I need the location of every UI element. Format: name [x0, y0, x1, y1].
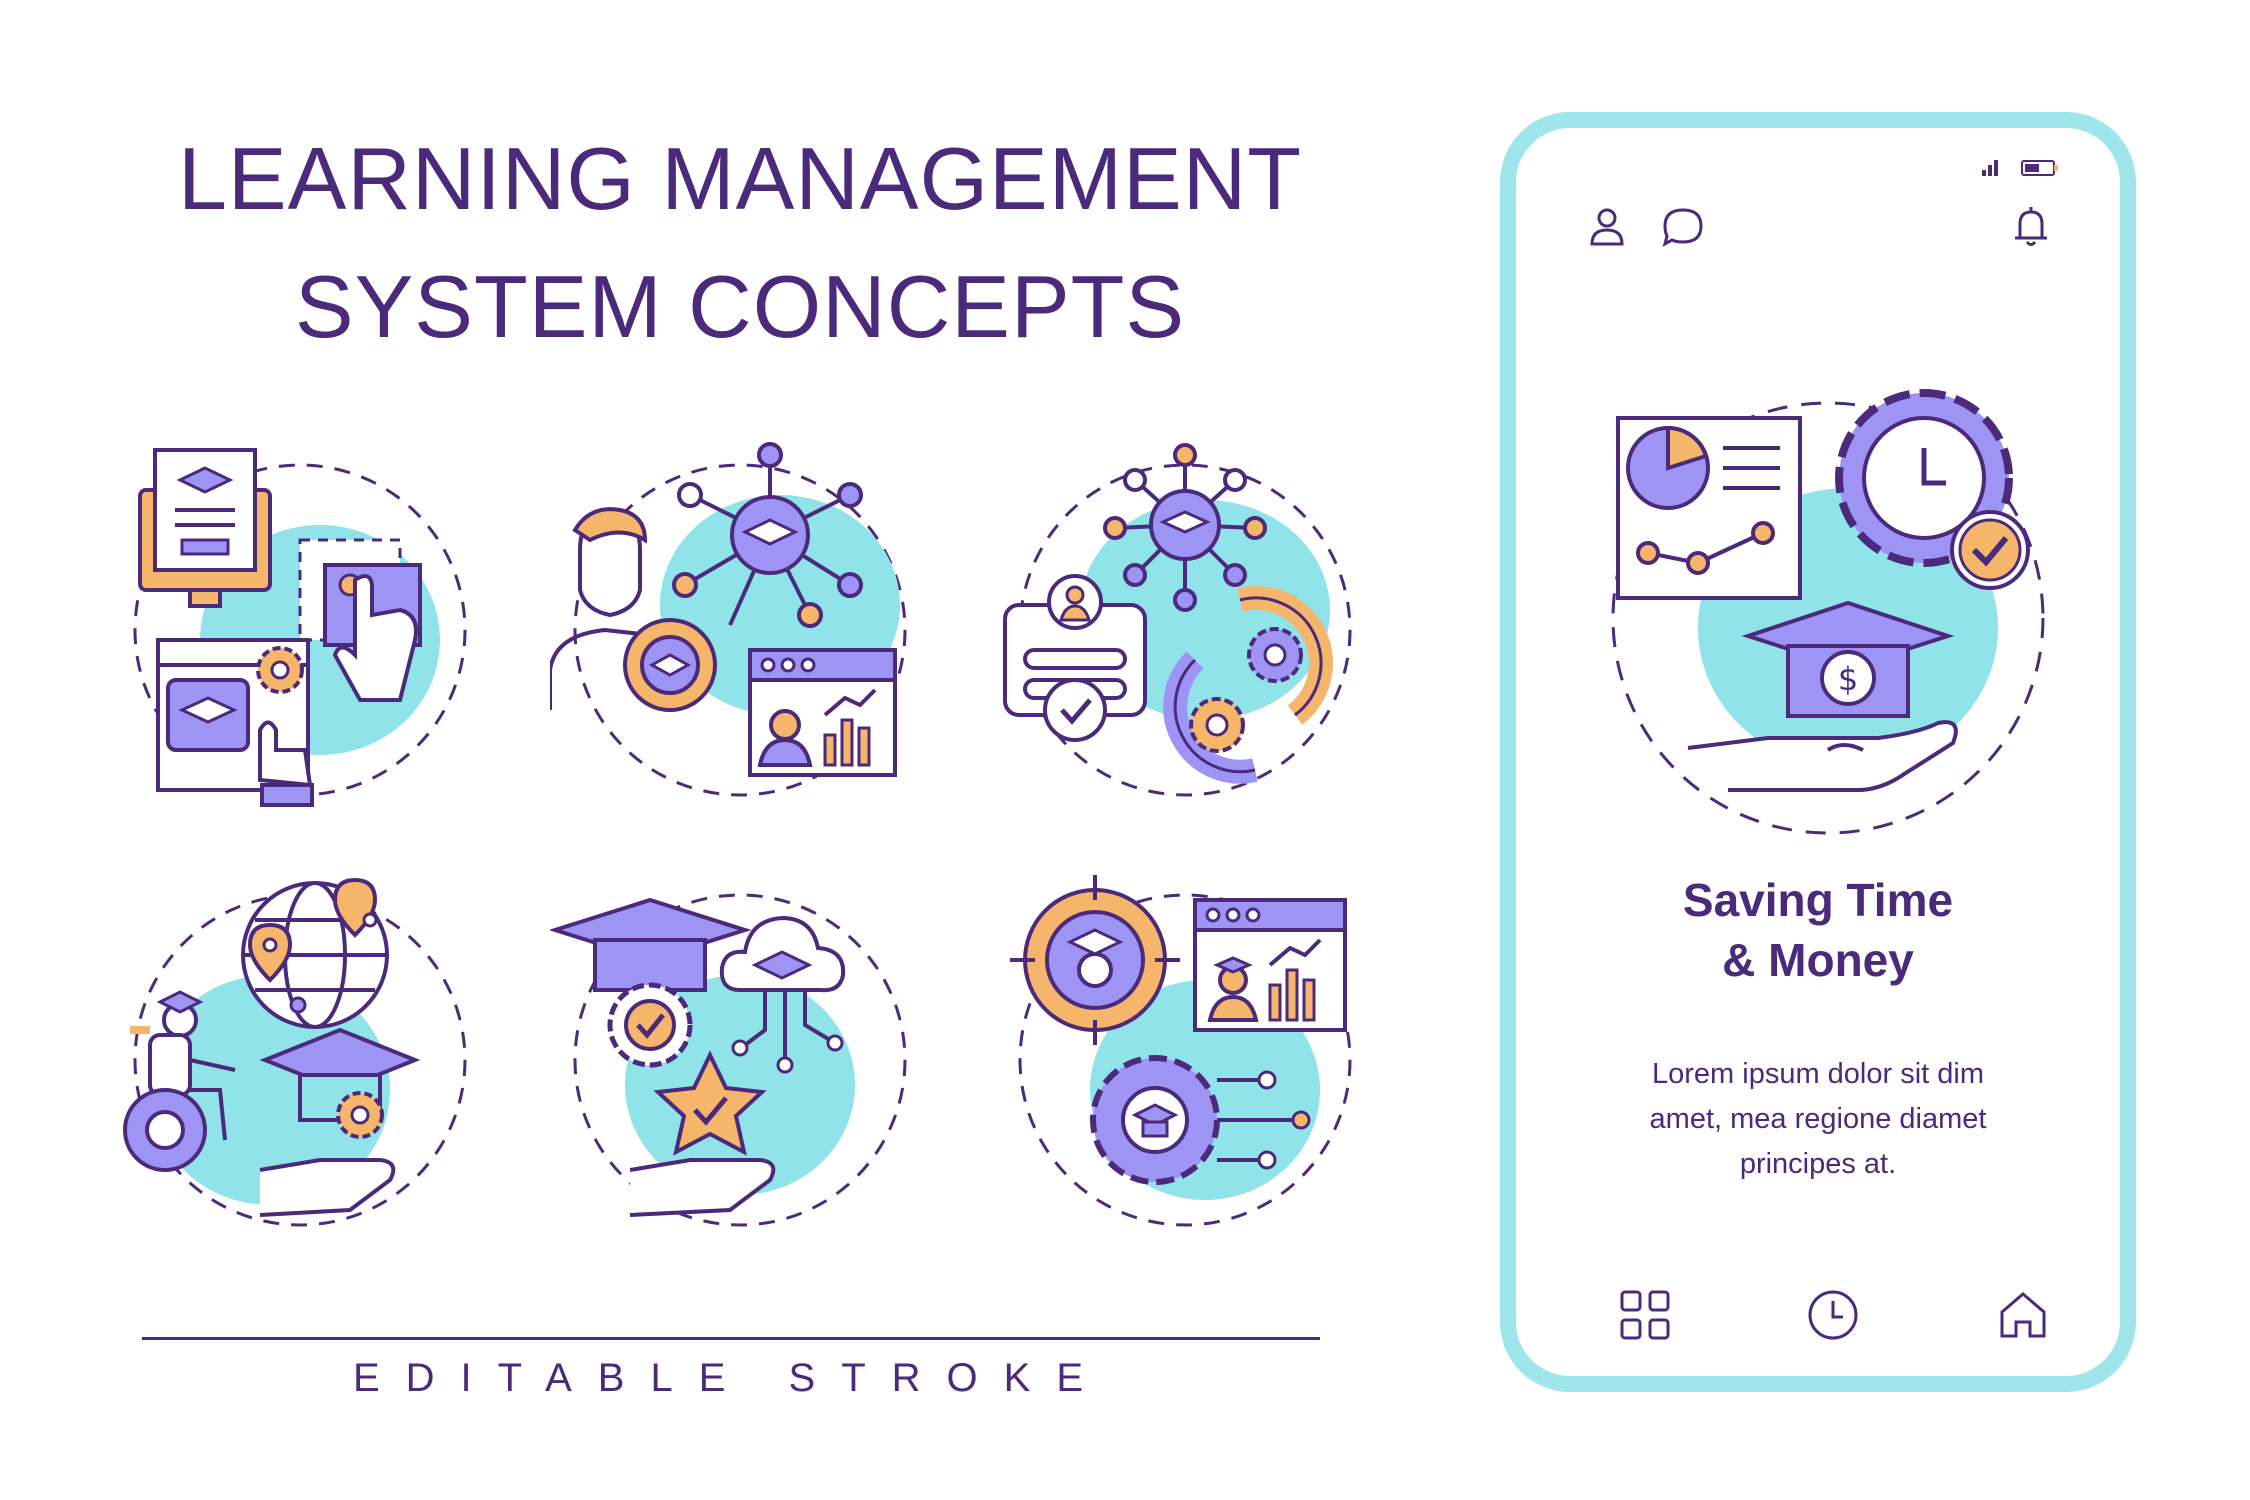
targeted-training-icon [995, 870, 1375, 1250]
cloud-certification-icon [550, 870, 930, 1250]
chat-bubble-icon[interactable] [1658, 202, 1708, 252]
card-title-line-2: & Money [1722, 934, 1914, 986]
enrollment-automation-icon [995, 440, 1375, 820]
card-text-line-3: principes at. [1739, 1148, 1897, 1180]
clock-icon[interactable] [1804, 1286, 1862, 1344]
user-icon[interactable] [1582, 202, 1632, 252]
content-creation-icon [110, 440, 490, 820]
signal-icon [1982, 160, 1998, 176]
card-text-line-1: Lorem ipsum dolor sit dim [1652, 1058, 1984, 1090]
svg-text:$: $ [1838, 660, 1858, 698]
battery-icon [2021, 160, 2058, 176]
saving-time-money-icon: $ [1598, 378, 2058, 838]
card-title: Saving Time & Money [1556, 870, 2080, 990]
footer-label: EDITABLE STROKE [352, 1356, 1109, 1400]
learner-network-icon [550, 440, 930, 820]
grid-icon[interactable] [1616, 1286, 1674, 1344]
card-title-line-1: Saving Time [1682, 874, 1954, 926]
card-text-line-2: amet, mea regione diamet [1649, 1103, 1987, 1135]
title-line-2: SYSTEM CONCEPTS [294, 257, 1186, 356]
divider-line [142, 1337, 1320, 1340]
title-line-1: LEARNING MANAGEMENT [177, 129, 1303, 228]
phone-mockup: $ Saving Time & Money Lorem ipsum dolor … [1500, 112, 2136, 1392]
bell-icon[interactable] [2006, 202, 2056, 252]
page-title: LEARNING MANAGEMENT SYSTEM CONCEPTS [140, 115, 1340, 371]
status-bar [1982, 156, 2072, 178]
home-icon[interactable] [1994, 1286, 2052, 1344]
card-text: Lorem ipsum dolor sit dim amet, mea regi… [1596, 1052, 2040, 1187]
remote-accessible-learning-icon [110, 870, 490, 1250]
